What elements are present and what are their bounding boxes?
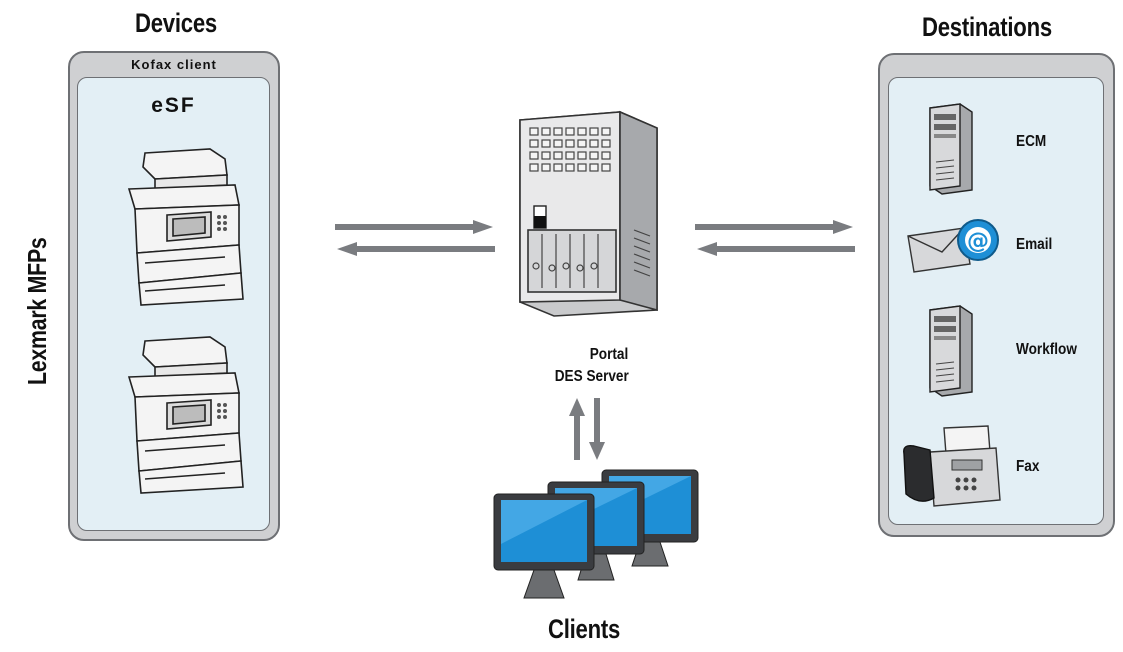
destination-label-email: Email <box>1016 236 1053 253</box>
destination-label-fax: Fax <box>1016 458 1040 475</box>
devices-heading: Devices <box>135 8 217 38</box>
mfp-printer-icon <box>127 336 244 494</box>
destination-label-ecm: ECM <box>1016 133 1047 150</box>
server-client-arrows <box>569 398 605 460</box>
fax-icon <box>903 425 1001 507</box>
server-label-line2: DES Server <box>554 368 629 385</box>
clients-heading: Clients <box>548 614 621 644</box>
kofax-client-header: Kofax client <box>131 57 217 72</box>
device-server-arrows <box>335 220 495 256</box>
server-label-line1: Portal <box>589 346 629 363</box>
lexmark-mfps-label: Lexmark MFPs <box>22 237 52 385</box>
server-tower-icon <box>929 305 973 397</box>
email-icon: @ <box>907 219 999 273</box>
client-monitors-icon <box>493 469 699 599</box>
esf-label: eSF <box>151 94 196 117</box>
mfp-printer-icon <box>127 148 244 306</box>
destination-label-workflow: Workflow <box>1016 341 1077 358</box>
svg-text:@: @ <box>967 229 989 254</box>
des-server-icon <box>519 110 658 317</box>
server-tower-icon <box>929 103 973 195</box>
destinations-heading: Destinations <box>922 12 1052 42</box>
server-destination-arrows <box>695 220 855 256</box>
